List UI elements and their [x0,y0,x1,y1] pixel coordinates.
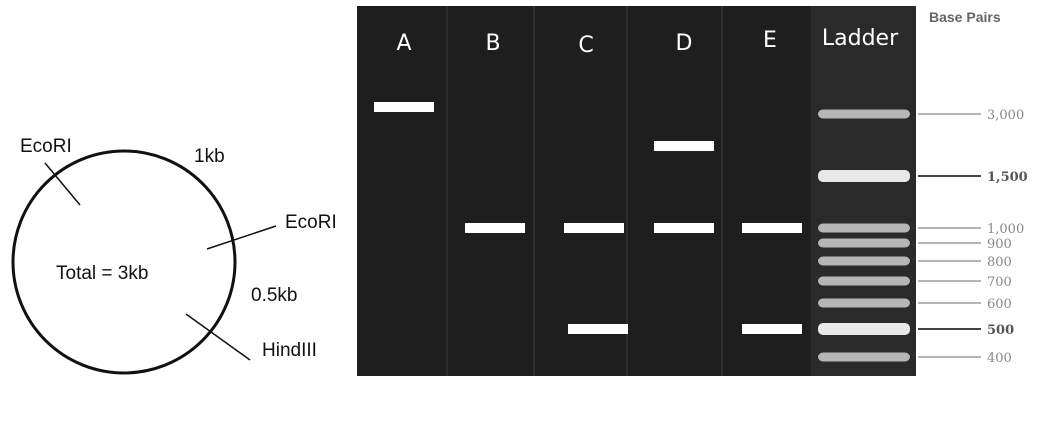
ladder-band [818,323,910,335]
plasmid-total-label: Total = 3kb [56,263,148,284]
ladder-band [818,109,910,119]
lane-label-b: B [485,31,500,56]
bp-tick-label: 900 [987,237,1012,252]
base-pairs-title: Base Pairs [929,9,1001,25]
ladder-bands [818,109,910,362]
gel: A B C D E Ladder [357,6,916,376]
gel-band-lane-a [374,102,434,112]
ecori-label-top: EcoRI [20,136,72,157]
ladder-band [818,298,910,308]
distance-label-1kb: 1kb [194,146,225,167]
plasmid-circle [11,149,237,375]
gel-band-lane-e [742,223,802,233]
lane-label-e: E [763,28,777,53]
gel-band-lane-d [654,223,714,233]
plasmid-map: EcoRI EcoRI HindIII 1kb 0.5kb Total = 3k… [11,136,337,375]
ladder-band [818,223,910,233]
bp-tick-label: 3,000 [987,108,1024,123]
ladder-band [818,238,910,248]
bp-tick-label: 600 [987,297,1012,312]
bp-tick-label: 700 [987,275,1012,290]
bp-tick-label: 1,000 [987,222,1024,237]
bp-tick-label: 400 [987,351,1012,366]
ladder-band [818,276,910,286]
ladder-band [818,256,910,266]
ladder-label: Ladder [822,26,899,51]
sample-bands [374,102,802,334]
hindiii-site-tick [185,313,251,361]
ecori-label-right: EcoRI [285,212,337,233]
bp-tick-label: 800 [987,255,1012,270]
lane-label-a: A [396,31,411,56]
gel-band-lane-c [568,324,628,334]
ladder-band [818,170,910,182]
gel-band-lane-d [654,141,714,151]
bp-tick-label: 1,500 [987,170,1028,185]
ecori-site-tick-top [44,162,81,206]
gel-band-lane-e [742,324,802,334]
ladder-band [818,352,910,362]
hindiii-label: HindIII [262,340,317,361]
distance-label-0-5kb: 0.5kb [251,285,297,306]
ecori-site-tick-right [206,225,277,250]
gel-band-lane-b [465,223,525,233]
lane-label-c: C [578,33,593,58]
bp-tick-label: 500 [987,323,1014,338]
ladder-lane-background [812,6,916,376]
gel-band-lane-c [564,223,624,233]
lane-label-d: D [676,31,693,56]
